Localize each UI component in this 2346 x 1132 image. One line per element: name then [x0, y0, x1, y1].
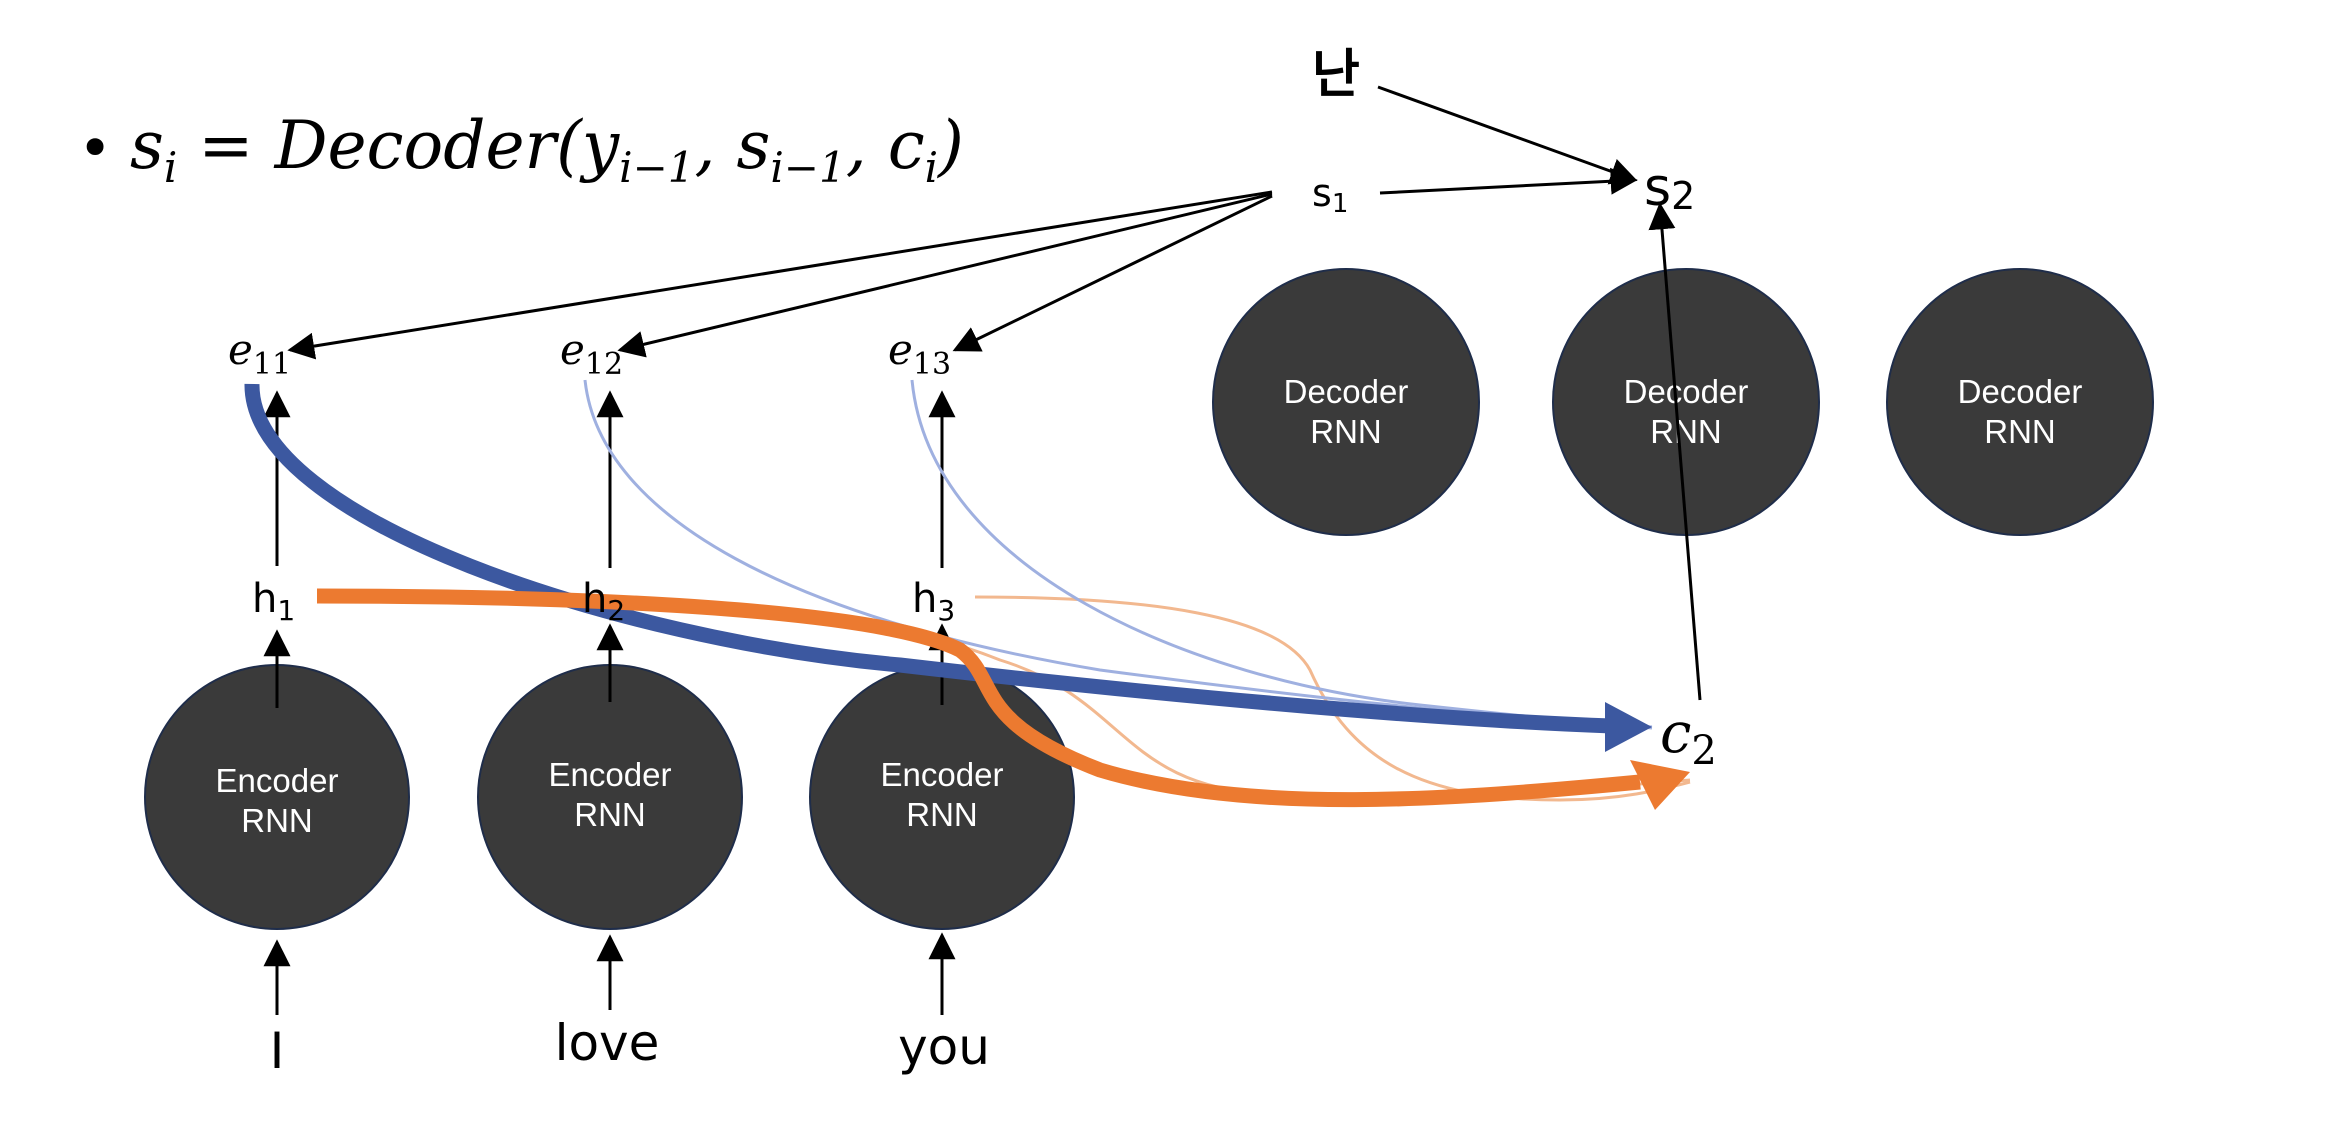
score-main: e — [560, 325, 585, 374]
score-label-e12: e12 — [560, 325, 623, 382]
input-word-3: you — [898, 1018, 990, 1076]
formula-arg2: s — [736, 107, 770, 184]
hidden-label-1: h1 — [252, 576, 295, 627]
s1-to-s2-arrow — [1379, 167, 1638, 195]
hidden-sub: 1 — [277, 594, 295, 627]
encoder-arrows — [263, 390, 956, 1015]
score-sub: 12 — [585, 347, 623, 382]
decoder-node-circle — [1212, 268, 1480, 536]
encoder-nodes: Encoder RNN Encoder RNN Encoder RNN — [144, 664, 1075, 930]
encoder-node-2: Encoder RNN — [477, 664, 743, 930]
decoder-label-line2: RNN — [1310, 413, 1382, 450]
score-sub: 13 — [913, 347, 951, 382]
encoder-label-line2: RNN — [906, 796, 978, 833]
formula-arg3-sub: i — [925, 143, 938, 192]
decoder-label-line1: Decoder — [1624, 373, 1749, 410]
s1-to-e11-arrow — [287, 190, 1273, 360]
encoder-label-line1: Encoder — [881, 756, 1004, 793]
s1-label: s1 — [1312, 171, 1348, 219]
formula-arg1: y — [579, 107, 620, 184]
formula-eq: = — [177, 107, 274, 184]
attention-curves — [244, 379, 1691, 810]
svg-text:si = Decoder(yi−1, si−1, ci): si = Decoder(yi−1, si−1, ci) — [130, 107, 964, 192]
formula-comma2: , — [846, 107, 888, 184]
output-token-label: 난 — [1312, 45, 1360, 105]
decoder-arrows — [287, 85, 1702, 701]
encoder-node-3: Encoder RNN — [809, 664, 1075, 930]
token-to-s2-arrow — [1377, 85, 1638, 185]
score-labels: e11 e12 e13 — [228, 325, 951, 382]
context-main: c — [1660, 701, 1691, 766]
encoder-node-1: Encoder RNN — [144, 664, 410, 930]
s2-label: s2 — [1644, 158, 1695, 218]
formula-arg3: c — [888, 107, 925, 184]
input-word-1: I — [270, 1022, 285, 1080]
formula-bullet: • — [78, 114, 112, 182]
blue-strong-arrowhead — [1605, 702, 1652, 752]
score-sub: 11 — [253, 347, 291, 382]
s1-to-e12-arrow — [617, 192, 1273, 358]
encoder-label-line2: RNN — [241, 802, 313, 839]
formula-lhs-sub: i — [164, 143, 177, 192]
context-sub: 2 — [1691, 728, 1716, 774]
hidden-labels: h1 h2 h3 — [252, 576, 955, 627]
s2-sub: 2 — [1671, 174, 1695, 218]
decoder-label-line2: RNN — [1984, 413, 2056, 450]
input-word-2: love — [555, 1014, 660, 1072]
hidden-label-3: h3 — [912, 576, 955, 627]
decoder-node-2: Decoder RNN — [1552, 268, 1820, 536]
score-label-e13: e13 — [888, 325, 951, 382]
s1-main: s — [1312, 171, 1332, 215]
formula-fn: Decoder( — [274, 107, 584, 184]
formula-arg2-sub: i−1 — [770, 143, 845, 192]
score-label-e11: e11 — [228, 325, 291, 382]
formula-arg1-sub: i−1 — [619, 143, 694, 192]
s1-sub: 1 — [1332, 189, 1349, 219]
decoder-formula: • si = Decoder(yi−1, si−1, ci) — [78, 107, 964, 192]
c2-to-s2-arrow — [1648, 202, 1702, 701]
formula-lhs: s — [130, 107, 164, 184]
formula-comma1: , — [695, 107, 737, 184]
decoder-label-line1: Decoder — [1284, 373, 1409, 410]
blue-strong-curve-e11 — [244, 383, 1613, 734]
s1-to-e13-arrow — [952, 194, 1273, 352]
orange-light-curve-h3 — [974, 595, 1691, 802]
encoder-label-line1: Encoder — [216, 762, 339, 799]
decoder-nodes: Decoder RNN Decoder RNN Decoder RNN — [1212, 268, 2154, 536]
decoder-node-3: Decoder RNN — [1886, 268, 2154, 536]
input-words: I love you — [270, 1014, 990, 1080]
hidden-main: h — [252, 576, 277, 622]
score-main: e — [888, 325, 913, 374]
encoder-label-line1: Encoder — [549, 756, 672, 793]
formula-close: ) — [936, 107, 964, 184]
decoder-state-labels: 난 s1 s2 — [1312, 45, 1695, 219]
hidden-sub: 2 — [607, 594, 625, 627]
decoder-node-circle — [1886, 268, 2154, 536]
hidden-main: h — [912, 576, 937, 622]
encoder-label-line2: RNN — [574, 796, 646, 833]
orange-strong-arrowhead — [1630, 760, 1690, 810]
context-label-c2: c2 — [1660, 701, 1717, 774]
orange-strong-curve-h1 — [316, 588, 1641, 808]
hidden-main: h — [582, 576, 607, 622]
blue-light-curve-e12 — [583, 379, 1653, 729]
hidden-label-2: h2 — [582, 576, 625, 627]
score-main: e — [228, 325, 253, 374]
decoder-label-line1: Decoder — [1958, 373, 2083, 410]
s2-main: s — [1644, 158, 1671, 218]
decoder-node-1: Decoder RNN — [1212, 268, 1480, 536]
hidden-sub: 3 — [937, 594, 955, 627]
decoder-label-line2: RNN — [1650, 413, 1722, 450]
